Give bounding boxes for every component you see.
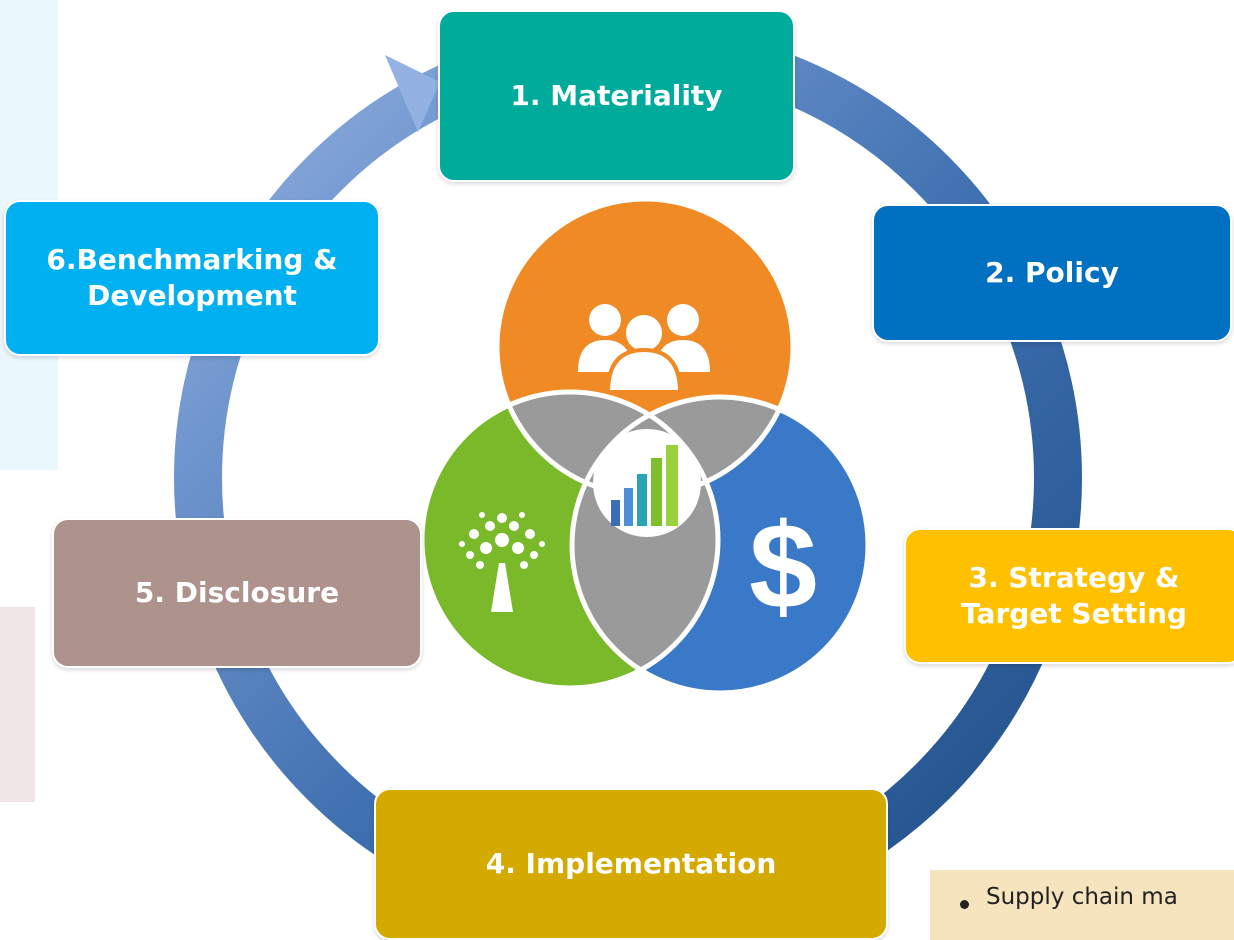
step-materiality[interactable]: 1. Materiality	[438, 10, 795, 182]
dollar-icon: $	[749, 498, 817, 634]
background-panel	[0, 607, 35, 802]
step-label: 2. Policy	[985, 255, 1119, 289]
step-benchmarking-development[interactable]: 6.Benchmarking & Development	[4, 200, 380, 356]
tree-icon	[459, 512, 545, 612]
venn-graphic: $	[419, 196, 871, 696]
step-label: 3. Strategy & Target Setting	[961, 560, 1187, 630]
step-label: 5. Disclosure	[134, 575, 340, 609]
side-note-text: Supply chain ma	[986, 884, 1178, 910]
step-label: 1. Materiality	[510, 78, 723, 112]
step-implementation[interactable]: 4. Implementation	[374, 788, 888, 940]
side-note: Supply chain ma	[930, 870, 1234, 940]
step-label: 6.Benchmarking & Development	[46, 242, 338, 312]
step-policy[interactable]: 2. Policy	[872, 204, 1232, 342]
people-group-icon	[578, 304, 710, 394]
arrow-head	[385, 55, 440, 132]
step-disclosure[interactable]: 5. Disclosure	[52, 518, 422, 668]
step-strategy-target-setting[interactable]: 3. Strategy & Target Setting	[904, 528, 1234, 664]
step-label: 4. Implementation	[485, 846, 777, 880]
bar-chart-icon	[611, 445, 678, 526]
